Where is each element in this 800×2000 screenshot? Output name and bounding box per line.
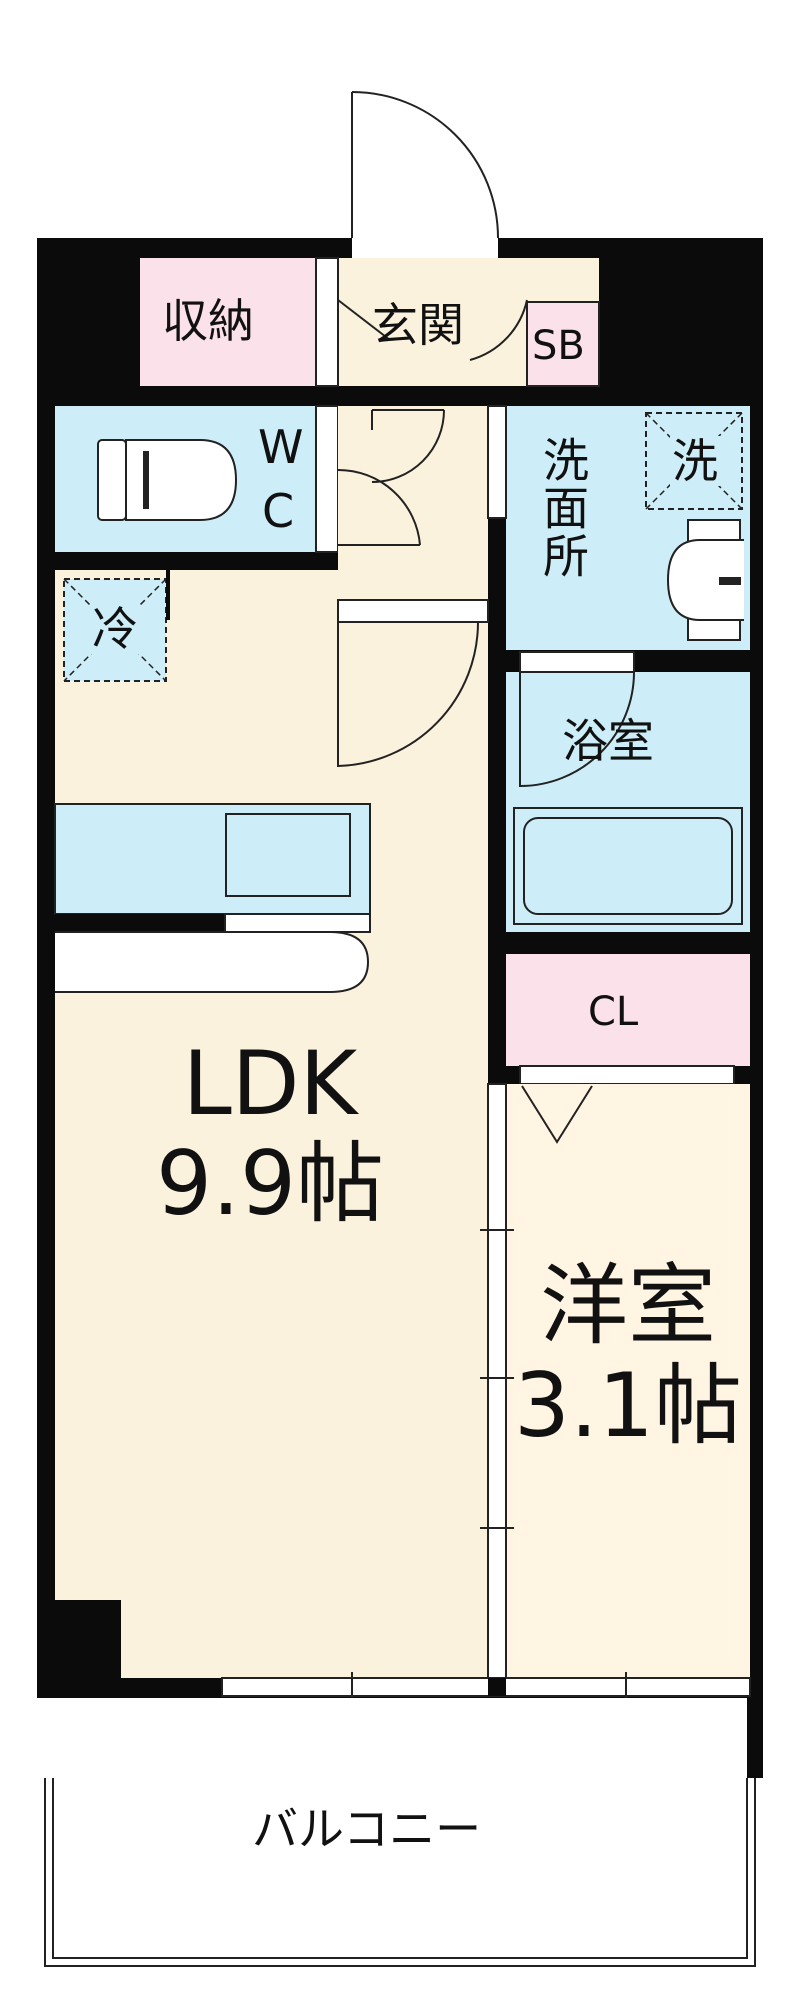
bath-door-opening bbox=[519, 651, 635, 673]
door-hall-opening bbox=[337, 599, 489, 623]
window-mullion bbox=[488, 1678, 506, 1696]
bathtub-inner bbox=[523, 817, 733, 915]
washroom-partition bbox=[487, 405, 507, 519]
storage-room bbox=[140, 258, 316, 386]
shoe-box bbox=[526, 301, 600, 387]
entrance-inner-arc bbox=[469, 299, 528, 361]
storage-label: 収納 bbox=[162, 294, 254, 348]
ldk-size: 9.9帖 bbox=[156, 1132, 384, 1235]
kitchen-wall bbox=[55, 914, 225, 932]
hallway-door-swings bbox=[337, 409, 445, 546]
entrance-label: 玄関 bbox=[372, 298, 464, 352]
bath-door-swing bbox=[519, 671, 635, 788]
kitchen-bar-counter bbox=[55, 931, 370, 993]
window-marks bbox=[351, 1672, 627, 1702]
washer-label-bg bbox=[670, 436, 720, 486]
shoe-box-label: SB bbox=[532, 323, 585, 369]
closet-door-swing bbox=[521, 1085, 593, 1144]
western-room bbox=[506, 1084, 750, 1678]
toilet-fixture bbox=[97, 439, 238, 521]
bath-label: 浴室 bbox=[562, 714, 654, 768]
kitchen-sink bbox=[225, 813, 351, 897]
balcony-wall-right bbox=[747, 1698, 763, 1778]
entrance-door-swing bbox=[351, 91, 499, 239]
ldk-door-swing bbox=[337, 621, 479, 768]
balcony bbox=[37, 1698, 763, 1978]
western-label: 洋室 3.1帖 bbox=[498, 1262, 758, 1450]
wall-pillar-top bbox=[166, 570, 170, 620]
sink-fixture bbox=[666, 519, 744, 641]
washroom-label: 洗面所 bbox=[536, 436, 590, 580]
entrance-door-opening bbox=[352, 238, 498, 258]
balcony-rail bbox=[44, 1778, 756, 1967]
ldk-label: LDK 9.9帖 bbox=[130, 1040, 410, 1228]
ldk-room bbox=[55, 570, 488, 1678]
washer-cross bbox=[645, 412, 743, 510]
toilet-label-c: C bbox=[262, 484, 295, 538]
fridge-label: 冷 bbox=[92, 602, 138, 656]
hallway bbox=[338, 406, 488, 600]
sliding-partition-marks bbox=[480, 1229, 514, 1529]
western-name: 洋室 bbox=[539, 1254, 716, 1357]
western-size: 3.1帖 bbox=[514, 1354, 742, 1457]
entrance-step-line bbox=[337, 299, 391, 341]
balcony-rail-inner bbox=[52, 1778, 748, 1959]
ldk-name: LDK bbox=[182, 1032, 358, 1135]
closet-label: CL bbox=[588, 989, 639, 1035]
closet bbox=[506, 954, 750, 1066]
balcony-window bbox=[221, 1677, 751, 1697]
fridge-label-bg bbox=[90, 604, 140, 654]
balcony-label: バルコニー bbox=[252, 1802, 482, 1856]
toilet-label-w: W bbox=[258, 420, 304, 474]
washer-label: 洗 bbox=[672, 434, 718, 488]
entrance-partition bbox=[315, 257, 339, 387]
